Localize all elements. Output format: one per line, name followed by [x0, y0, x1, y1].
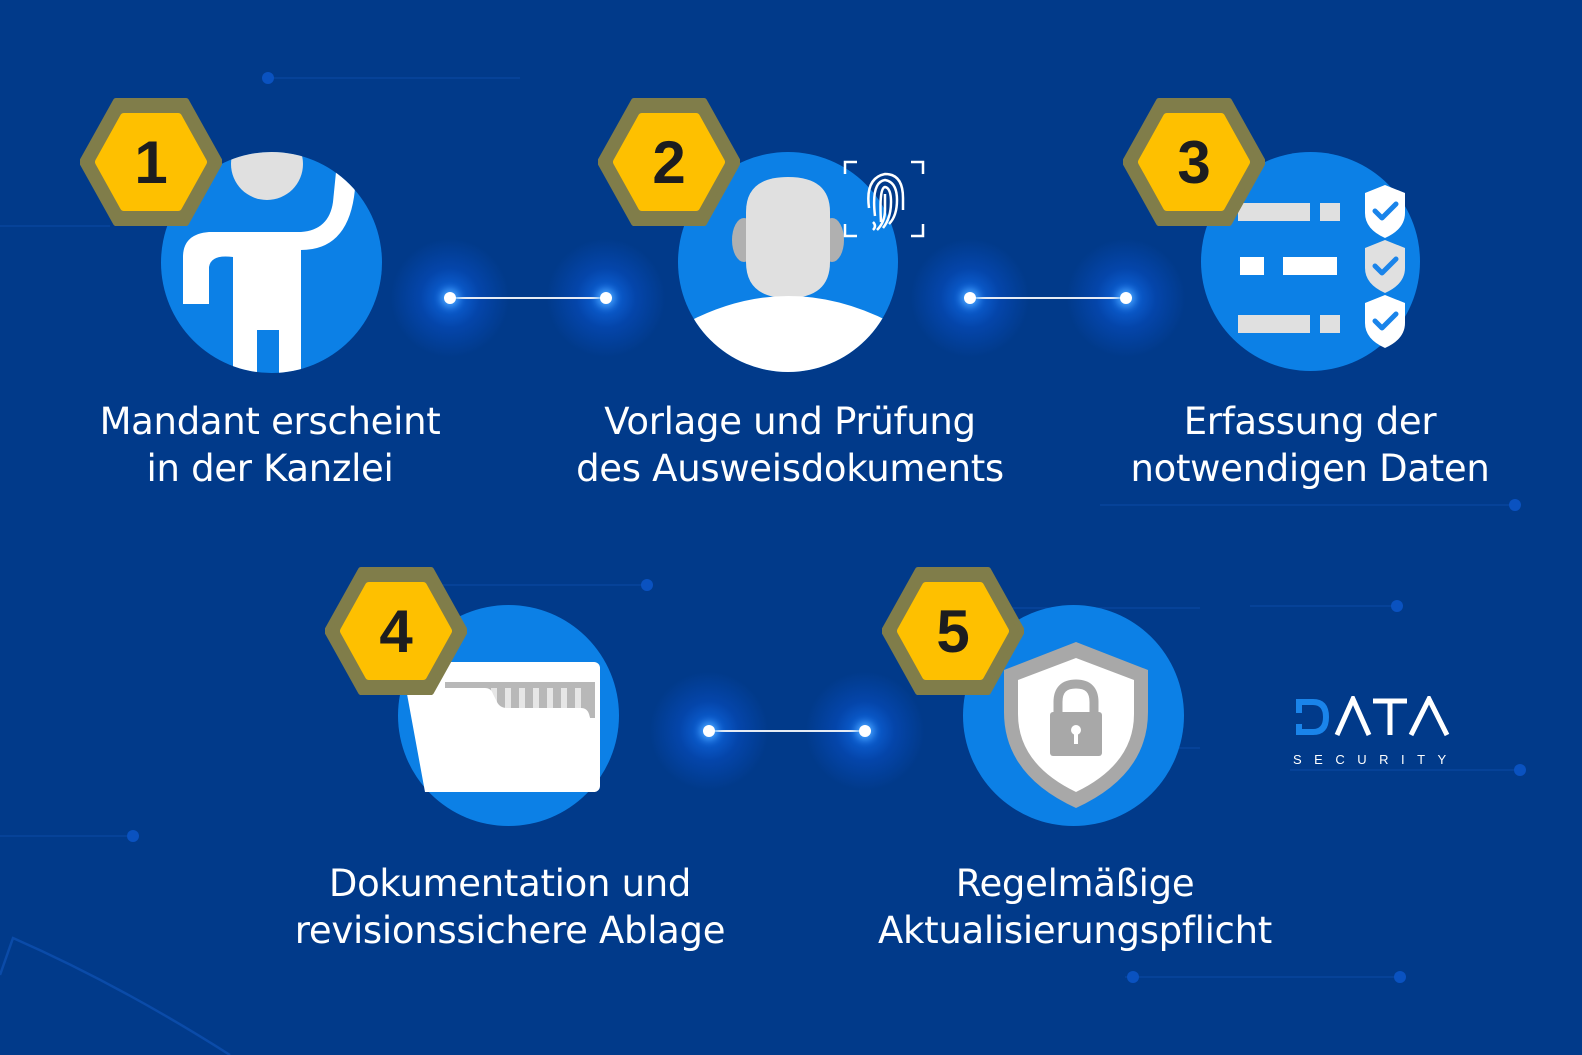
- connector-dot: [859, 725, 871, 737]
- fingerprint-scan-icon: [843, 160, 925, 238]
- connector-dot: [444, 292, 456, 304]
- step-number: 2: [652, 128, 686, 196]
- step-1-label: Mandant erscheint in der Kanzlei: [99, 400, 441, 490]
- step-2-label: Vorlage und Prüfung des Ausweisdokuments: [576, 400, 1004, 490]
- shield-lock-icon: [1004, 642, 1148, 808]
- step-number: 3: [1177, 128, 1211, 196]
- step-number: 4: [379, 597, 413, 665]
- connector-1-2: [390, 238, 666, 358]
- connector-dot: [964, 292, 976, 304]
- step-4-label: Dokumentation und revisionssichere Ablag…: [294, 862, 726, 952]
- step-number: 5: [936, 597, 970, 665]
- step-4-number-badge: 4: [325, 566, 467, 696]
- connector-dot: [600, 292, 612, 304]
- connector-dot: [703, 725, 715, 737]
- person-waving-icon: [183, 152, 355, 373]
- connector-dot: [1120, 292, 1132, 304]
- step-3-number-badge: 3: [1123, 97, 1265, 227]
- step-5-label: Regelmäßige Aktualisierungspflicht: [878, 862, 1272, 952]
- logo-wordmark: [1296, 692, 1450, 737]
- folder-archive-icon: [407, 662, 600, 792]
- logo-subtitle: SECURITY: [1293, 752, 1459, 767]
- data-security-logo: SECURITY: [1293, 692, 1459, 767]
- connector-4-5: [649, 671, 925, 791]
- step-1-number-badge: 1: [80, 97, 222, 227]
- step-3-label: Erfassung der notwendigen Daten: [1130, 400, 1490, 490]
- step-5-number-badge: 5: [882, 566, 1024, 696]
- step-number: 1: [134, 128, 168, 196]
- person-avatar-icon: [688, 177, 890, 372]
- connector-2-3: [910, 238, 1186, 358]
- step-2-number-badge: 2: [598, 97, 740, 227]
- data-checklist-shield-icon: [1238, 185, 1405, 348]
